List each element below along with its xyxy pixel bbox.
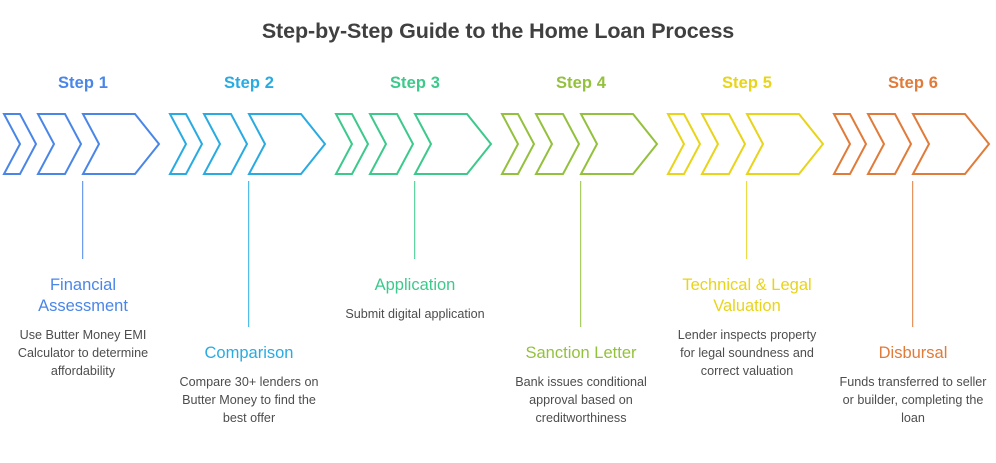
chevron-wide-3-icon [911, 113, 991, 175]
chevron-narrow-2-icon [202, 113, 249, 175]
chevron-narrow-2-icon [700, 113, 747, 175]
chevron-wide-3-icon [579, 113, 659, 175]
step-label-2: Step 2 [223, 74, 275, 92]
chevron-narrow-1-icon [500, 113, 536, 175]
step-heading-6: Disbursal [878, 344, 948, 362]
connector-line-6 [912, 181, 914, 327]
chevron-arrow-icon-group-5 [664, 113, 830, 175]
step-description-1: Use Butter Money EMI Calculator to deter… [17, 328, 149, 378]
step-description-5: Lender inspects property for legal sound… [677, 328, 817, 378]
step-heading-4: Sanction Letter [525, 344, 637, 362]
chevron-narrow-1-icon [666, 113, 702, 175]
chevron-narrow-1-icon [832, 113, 868, 175]
step-heading-5: Technical & Legal Valuation [682, 276, 812, 316]
chevron-arrow-icon-group-6 [830, 113, 996, 175]
chevron-narrow-2-icon [36, 113, 83, 175]
step-label-3: Step 3 [389, 74, 441, 92]
page-title: Step-by-Step Guide to the Home Loan Proc… [261, 19, 735, 43]
step-description-2: Compare 30+ lenders on Butter Money to f… [179, 375, 319, 425]
chevron-arrow-icon-group-4 [498, 113, 664, 175]
step-heading-2: Comparison [204, 344, 294, 362]
connector-line-3 [414, 181, 416, 259]
step-label-1: Step 1 [57, 74, 109, 92]
chevron-arrow-icon-group-1 [0, 113, 166, 175]
connector-line-4 [580, 181, 582, 327]
chevron-narrow-2-icon [368, 113, 415, 175]
step-label-4: Step 4 [555, 74, 607, 92]
chevron-wide-3-icon [81, 113, 161, 175]
chevron-arrow-icon-group-3 [332, 113, 498, 175]
chevron-narrow-2-icon [534, 113, 581, 175]
step-label-5: Step 5 [721, 74, 773, 92]
step-description-3: Submit digital application [345, 307, 485, 322]
connector-line-2 [248, 181, 250, 327]
step-description-4: Bank issues conditional approval based o… [515, 375, 647, 425]
chevron-narrow-1-icon [168, 113, 204, 175]
chevron-narrow-1-icon [334, 113, 370, 175]
chevron-wide-3-icon [413, 113, 493, 175]
step-heading-3: Application [374, 276, 456, 294]
step-heading-1: Financial Assessment [38, 276, 128, 316]
connector-line-5 [746, 181, 748, 259]
chevron-wide-3-icon [745, 113, 825, 175]
chevron-arrow-icon-group-2 [166, 113, 332, 175]
chevron-wide-3-icon [247, 113, 327, 175]
chevron-narrow-2-icon [866, 113, 913, 175]
step-description-6: Funds transferred to seller or builder, … [839, 375, 987, 425]
chevron-narrow-1-icon [2, 113, 38, 175]
step-label-6: Step 6 [887, 74, 939, 92]
connector-line-1 [82, 181, 84, 259]
